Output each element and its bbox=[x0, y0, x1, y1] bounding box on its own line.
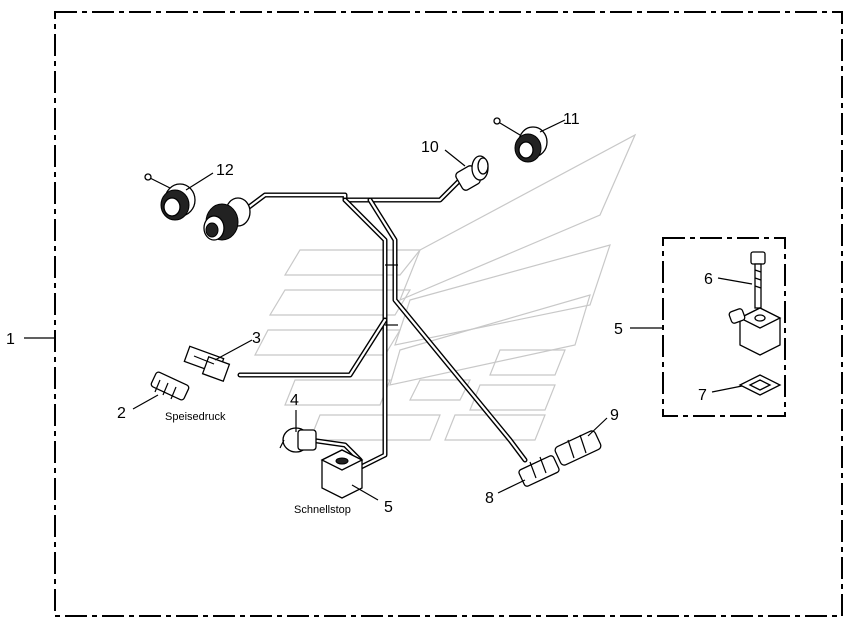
connector-8 bbox=[518, 455, 560, 487]
label-2: 2 bbox=[117, 405, 126, 422]
main-round-connector bbox=[203, 197, 251, 241]
label-11: 11 bbox=[563, 111, 580, 128]
label-5-detail: 5 bbox=[614, 321, 623, 338]
label-7: 7 bbox=[698, 387, 707, 404]
label-8: 8 bbox=[485, 490, 494, 507]
solenoid-plug-5 bbox=[728, 307, 782, 356]
label-6: 6 bbox=[704, 271, 713, 288]
caption-speisedruck: Speisedruck bbox=[165, 411, 226, 423]
watermark-logo bbox=[254, 133, 637, 441]
cap-12 bbox=[144, 173, 196, 221]
label-4: 4 bbox=[290, 392, 299, 409]
detail-frame bbox=[662, 237, 786, 417]
assembly-frame bbox=[54, 11, 843, 617]
connector-3 bbox=[183, 345, 231, 383]
connector-4 bbox=[279, 427, 317, 453]
harness-wires bbox=[237, 172, 528, 473]
connector-2 bbox=[150, 371, 190, 401]
label-3: 3 bbox=[252, 330, 261, 347]
bolt-6 bbox=[750, 251, 766, 309]
cap-11 bbox=[493, 117, 548, 163]
caption-schnellstop: Schnellstop bbox=[294, 504, 351, 516]
label-5-main: 5 bbox=[384, 499, 393, 516]
label-12: 12 bbox=[216, 162, 234, 179]
leader-lines bbox=[24, 119, 753, 501]
label-9: 9 bbox=[610, 407, 619, 424]
label-10: 10 bbox=[421, 139, 439, 156]
connector-9 bbox=[554, 430, 602, 466]
connector-10 bbox=[455, 155, 489, 191]
connector-5-schnellstop bbox=[320, 449, 364, 499]
gasket-7 bbox=[738, 374, 782, 396]
label-1: 1 bbox=[6, 331, 15, 348]
